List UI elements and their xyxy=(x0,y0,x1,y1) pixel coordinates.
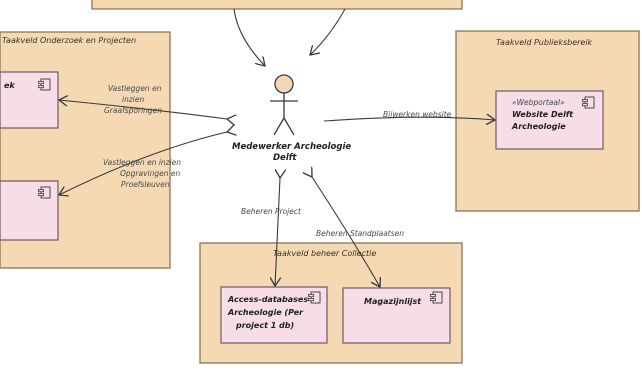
actor-medewerker-archeologie[interactable]: Medewerker Archeologie Delft xyxy=(232,74,351,163)
relation-label-beheren-standplaatsen: Beheren Standplaatsen xyxy=(316,229,404,238)
component-left-bottom[interactable] xyxy=(0,180,59,241)
component-icon xyxy=(38,186,51,199)
component-icon xyxy=(308,291,321,304)
component-left-top[interactable]: ek xyxy=(0,71,59,129)
package-title-publieksbereik: Taakveld Publieksbereik xyxy=(496,38,593,47)
component-access-databases[interactable]: Access-databases Archeologie (Per projec… xyxy=(220,286,328,344)
component-icon xyxy=(38,78,51,91)
connector-top-right xyxy=(310,8,346,55)
stick-figure-actor-icon xyxy=(270,74,298,136)
relation-label-opgravingen: Vastleggen en inzien Opgravingen en Proe… xyxy=(103,158,181,189)
access-db-name-line3: project 1 db) xyxy=(235,321,294,330)
graafsporen-line2: inzien xyxy=(122,95,144,104)
graafsporen-line1: Vastleggen en xyxy=(108,84,162,93)
connector-beheren-standplaatsen xyxy=(312,177,380,287)
opgravingen-line2: Opgravingen en xyxy=(120,169,181,178)
component-icon xyxy=(430,291,443,304)
component-icon xyxy=(582,96,595,109)
magazijnlijst-name: Magazijnlijst xyxy=(364,297,422,306)
relation-label-bijwerken-website: Bijwerken website xyxy=(383,110,452,119)
opgravingen-line1: Vastleggen en inzien xyxy=(103,158,181,167)
connectors xyxy=(59,8,495,287)
opgravingen-line3: Proefsleuven xyxy=(121,180,170,189)
relation-label-graafsporen: Vastleggen en inzien Graafsporingen xyxy=(104,84,162,115)
component-website-delft-archeologie[interactable]: «Webportaal» Website Delft Archeologie xyxy=(495,90,604,150)
connector-bijwerken-website xyxy=(323,117,495,121)
connector-top-left xyxy=(233,8,265,66)
connector-beheren-project xyxy=(275,178,280,286)
actor-name-line2: Delft xyxy=(273,153,297,163)
relation-label-beheren-project: Beheren Project xyxy=(241,207,302,216)
connector-graafsporen xyxy=(59,100,227,119)
access-db-name-line1: Access-databases xyxy=(227,295,308,304)
access-db-name-line2: Archeologie (Per xyxy=(227,308,304,317)
top-package xyxy=(91,0,463,10)
website-name-line2: Archeologie xyxy=(511,122,566,131)
graafsporen-line3: Graafsporingen xyxy=(104,106,162,115)
package-title-onderzoek: Taakveld Onderzoek en Projecten xyxy=(2,36,136,45)
component-magazijnlijst[interactable]: Magazijnlijst xyxy=(342,287,451,344)
actor-name-line1: Medewerker Archeologie xyxy=(232,142,351,152)
website-stereotype: «Webportaal» xyxy=(512,98,565,107)
website-name-line1: Website Delft xyxy=(512,110,574,119)
connector-opgravingen xyxy=(59,132,227,195)
component-left-top-name: ek xyxy=(4,81,15,90)
